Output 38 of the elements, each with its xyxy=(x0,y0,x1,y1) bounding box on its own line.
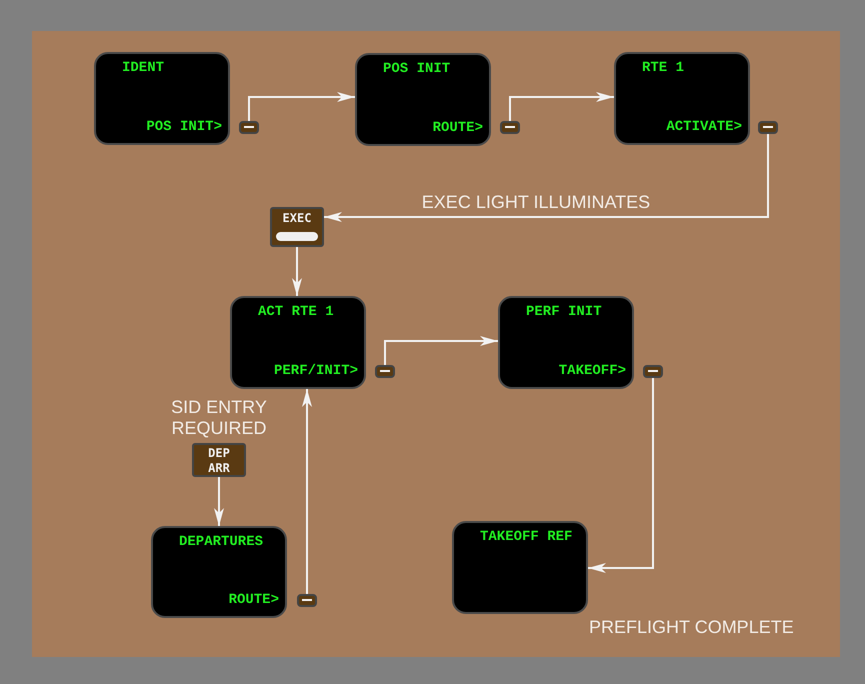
screen-title: TAKEOFF REF xyxy=(480,529,572,545)
annotation: SID ENTRY REQUIRED xyxy=(170,397,268,439)
arrow xyxy=(324,134,769,222)
screen-title: POS INIT xyxy=(383,61,450,77)
screen-title: DEPARTURES xyxy=(179,534,264,550)
line-select-key xyxy=(375,365,395,378)
line-select-key xyxy=(500,121,520,134)
line-select-key xyxy=(239,121,259,134)
display-screen xyxy=(94,52,230,145)
display-screen xyxy=(614,52,750,145)
arrow xyxy=(292,247,302,296)
screen-prompt: POS INIT> xyxy=(146,119,222,135)
arrow xyxy=(214,477,224,526)
arrow xyxy=(384,336,498,365)
screen-prompt: ACTIVATE> xyxy=(666,119,742,135)
line-select-key xyxy=(643,365,663,378)
function-key: DEP ARR xyxy=(192,443,246,477)
line-select-key xyxy=(297,594,317,607)
display-screen xyxy=(355,53,491,146)
line-select-key xyxy=(758,121,778,134)
arrow xyxy=(248,92,355,121)
arrow xyxy=(588,378,654,573)
screen-prompt: ROUTE> xyxy=(432,120,483,136)
display-screen xyxy=(151,526,287,618)
screen-prompt: TAKEOFF> xyxy=(558,363,626,379)
screen-prompt: PERF/INIT> xyxy=(274,363,358,379)
annotation: PREFLIGHT COMPLETE xyxy=(589,617,794,638)
screen-prompt: ROUTE> xyxy=(228,592,279,608)
arrow xyxy=(509,92,614,121)
screen-title: RTE 1 xyxy=(642,60,684,76)
screen-title: ACT RTE 1 xyxy=(258,304,334,320)
arrow xyxy=(302,389,312,594)
display-screen xyxy=(230,296,366,389)
display-screen xyxy=(452,521,588,614)
exec-key: EXEC xyxy=(270,207,324,247)
screen-title: IDENT xyxy=(122,60,164,76)
display-screen xyxy=(498,296,634,389)
screen-title: PERF INIT xyxy=(526,304,602,320)
